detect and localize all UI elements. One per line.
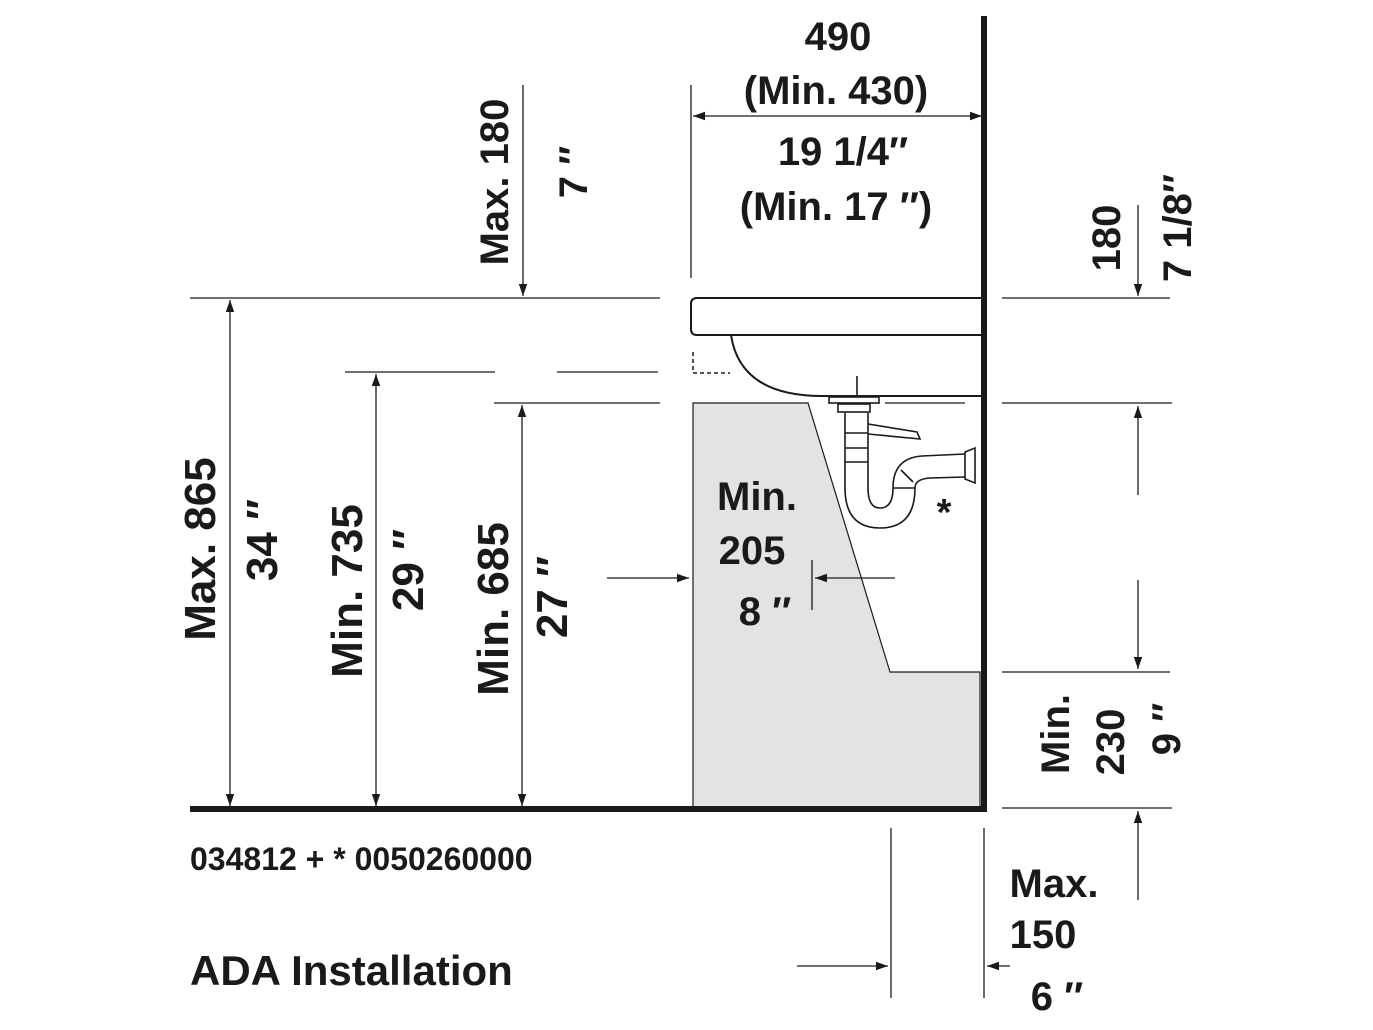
knee-clearance-zone xyxy=(692,402,981,809)
p-trap xyxy=(828,376,976,529)
knee-min-label: Min. xyxy=(717,475,797,519)
width-in-label: 19 1/4″ xyxy=(778,130,908,174)
basin xyxy=(690,297,983,397)
knee-min-mm-label: 205 xyxy=(719,529,786,573)
min-735-mm-label: Min. 735 xyxy=(323,504,372,678)
min-685-in-label: 27 ″ xyxy=(528,556,577,638)
wall-max-mm-label: 150 xyxy=(1010,913,1077,957)
max-height-mm-label: Max. 865 xyxy=(176,457,225,640)
floor-min-label: Min. xyxy=(1034,694,1078,774)
wall-max-in-label: 6 ″ xyxy=(1031,975,1084,1019)
article-numbers: 034812 + * 0050260000 xyxy=(190,841,533,877)
right-mm-label: 180 xyxy=(1085,205,1129,272)
width-min-mm-label: (Min. 430) xyxy=(744,69,928,113)
wall-max-label: Max. xyxy=(1010,862,1099,906)
floor-min-in-label: 9 ″ xyxy=(1145,703,1189,756)
top-max-in-label: 7 ″ xyxy=(552,146,596,199)
top-max-mm-label: Max. 180 xyxy=(473,99,517,266)
floor-min-mm-label: 230 xyxy=(1089,709,1133,776)
max-height-in-label: 34 ″ xyxy=(238,499,287,581)
width-mm-label: 490 xyxy=(805,15,872,59)
trap-asterisk: * xyxy=(937,492,952,534)
min-685-mm-label: Min. 685 xyxy=(469,522,518,696)
min-735-in-label: 29 ″ xyxy=(384,529,433,611)
width-min-in-label: (Min. 17 ″) xyxy=(740,185,933,229)
diagram-title: ADA Installation xyxy=(190,947,513,994)
right-in-label: 7 1/8″ xyxy=(1156,174,1200,282)
knee-min-in-label: 8 ″ xyxy=(739,590,792,634)
